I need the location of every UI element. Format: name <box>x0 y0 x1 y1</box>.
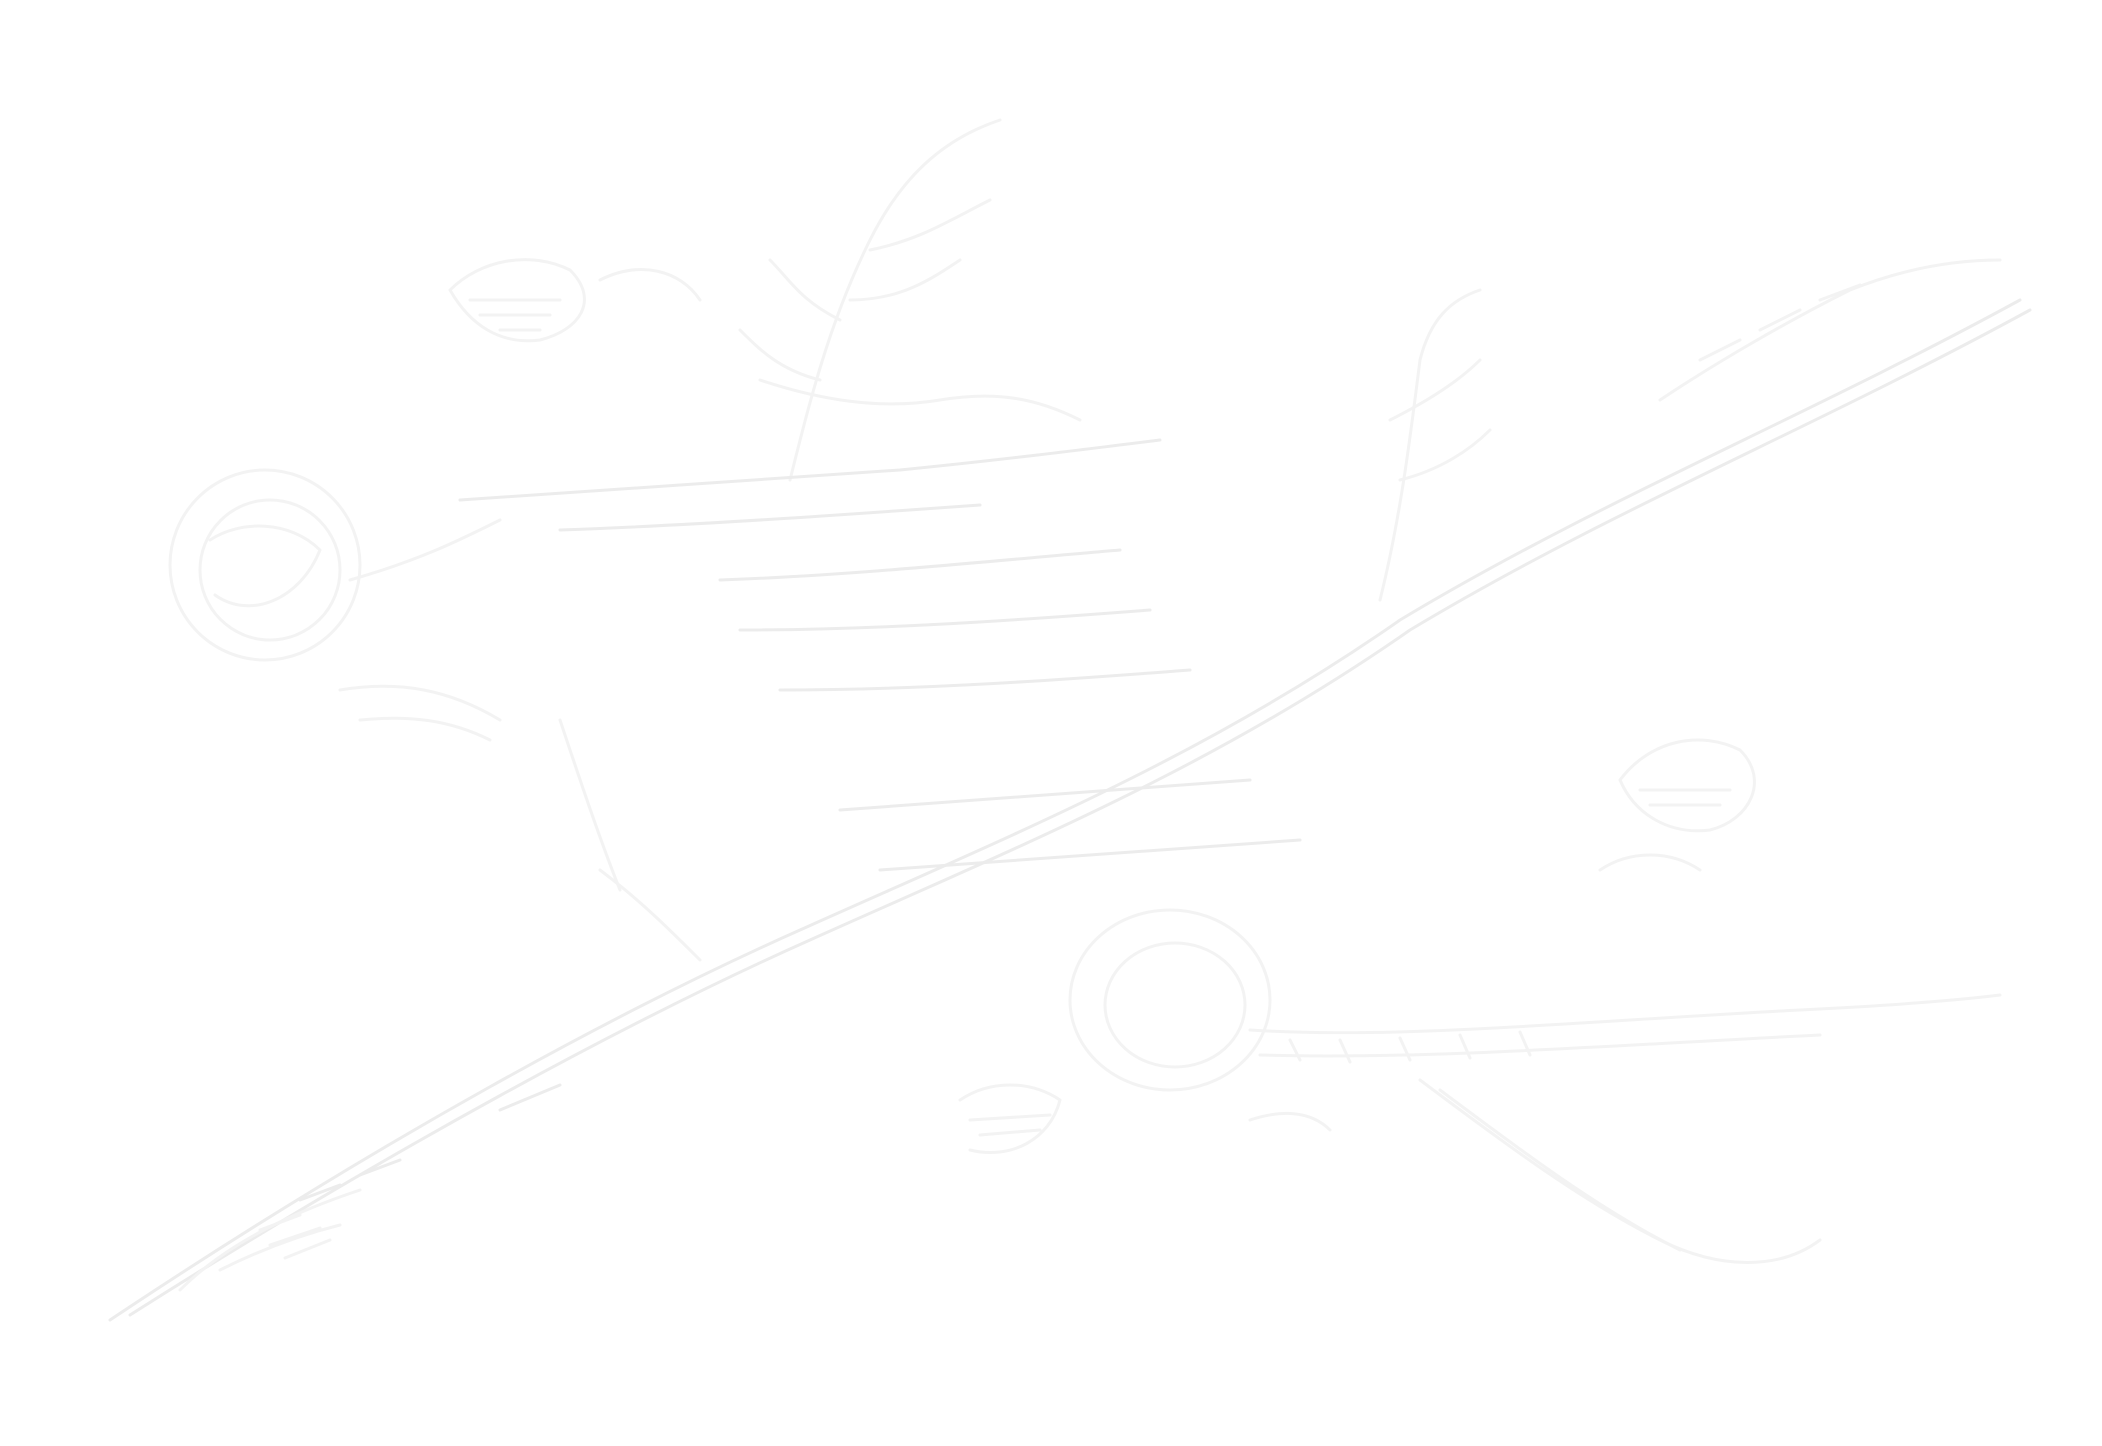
middle-banner-strokes <box>458 438 1302 872</box>
central-fern-stem <box>738 118 1082 482</box>
long-diagonal-stem <box>108 298 2032 1322</box>
left-middle-leaves <box>338 684 702 962</box>
left-oval-rosette <box>168 468 502 662</box>
upper-left-leaf-cluster <box>448 258 702 343</box>
right-lower-leaf-cluster <box>1598 738 1756 872</box>
lower-left-leaf-sketch <box>178 1188 362 1292</box>
lower-middle-rosette <box>1068 908 2002 1092</box>
right-stem-with-leaves <box>1378 258 2002 602</box>
lower-right-flourish <box>1418 1078 1822 1264</box>
bottom-center-leaves <box>958 1083 1332 1155</box>
